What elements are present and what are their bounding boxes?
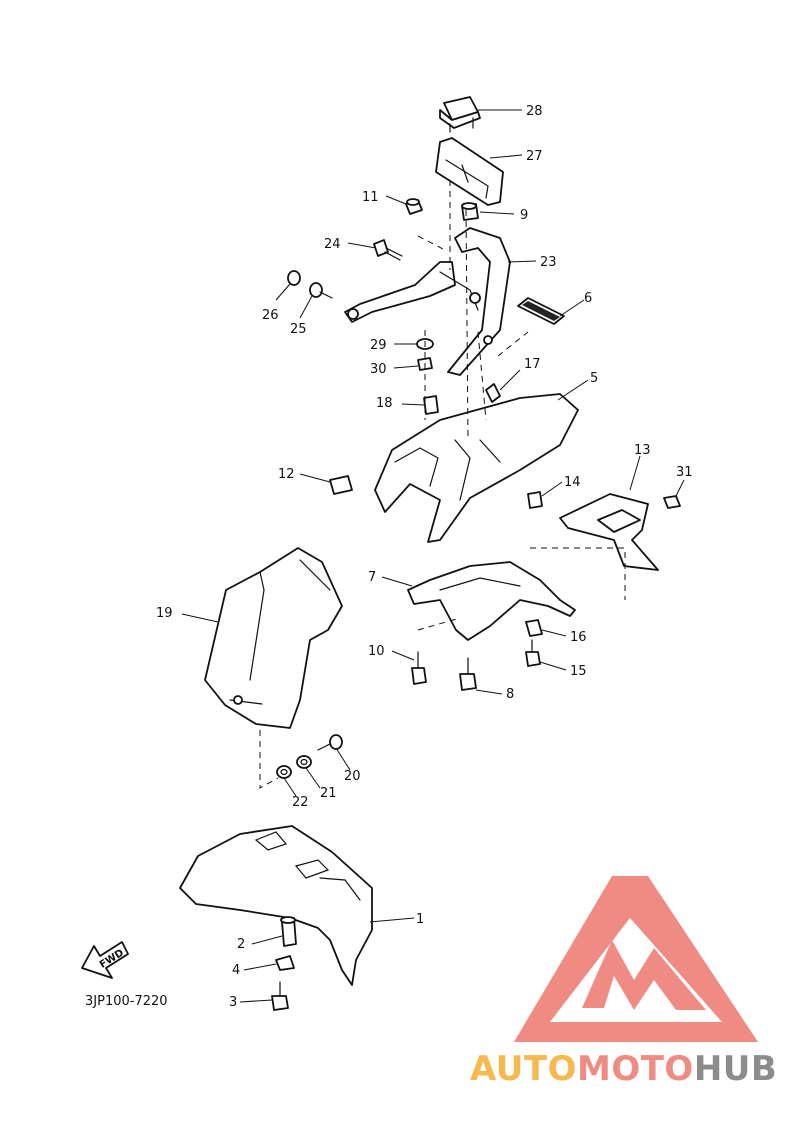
watermark-brand-auto: AUTO <box>470 1049 577 1089</box>
callout-15: 15 <box>570 664 587 679</box>
callout-25: 25 <box>290 322 307 337</box>
callout-29: 29 <box>370 338 387 353</box>
callout-26: 26 <box>262 308 279 323</box>
watermark-text: AUTOMOTOHUB <box>470 1049 777 1089</box>
alignment-lines <box>259 180 626 789</box>
callout-11: 11 <box>362 190 379 205</box>
callout-14: 14 <box>564 475 581 490</box>
fwd-arrow-icon: FWD <box>81 941 129 979</box>
part-23-grab-handle <box>344 227 511 376</box>
diagram-code: 3JP100-7220 <box>85 994 168 1009</box>
callout-21: 21 <box>320 786 337 801</box>
part-18-clip <box>423 395 439 415</box>
callout-13: 13 <box>634 443 651 458</box>
part-22-washer <box>276 765 292 779</box>
callout-1: 1 <box>416 912 424 927</box>
part-8-bolt <box>459 657 477 691</box>
watermark-triangle-icon <box>514 876 758 1042</box>
part-21-washer <box>296 755 312 769</box>
watermark-logo: AUTOMOTOHUB <box>470 876 777 1089</box>
callout-2: 2 <box>237 937 245 952</box>
part-25-screw <box>309 282 333 299</box>
part-3-bolt <box>271 981 289 1011</box>
part-28-clamp <box>439 96 481 133</box>
callout-8: 8 <box>506 687 514 702</box>
callouts: 1234567891011121314151617181920212223242… <box>156 104 693 1010</box>
callout-16: 16 <box>570 630 587 645</box>
part-19-inner-fender <box>204 547 343 729</box>
part-5-rear-fender <box>374 393 579 543</box>
part-31-pad <box>663 495 681 509</box>
part-17-clip <box>485 383 501 403</box>
callout-7: 7 <box>368 570 376 585</box>
watermark-m-shape-icon <box>582 940 706 1010</box>
part-14-damper <box>527 491 543 509</box>
callout-12: 12 <box>278 467 295 482</box>
leader-lines <box>181 109 685 1003</box>
part-27-bracket <box>435 137 504 206</box>
part-15-bolt <box>525 639 541 667</box>
part-20-screw <box>317 734 343 751</box>
callout-9: 9 <box>520 208 528 223</box>
callout-18: 18 <box>376 396 393 411</box>
callout-28: 28 <box>526 104 543 119</box>
part-26-cap <box>287 270 301 286</box>
callout-3: 3 <box>229 995 237 1010</box>
callout-23: 23 <box>540 255 557 270</box>
part-16-nut <box>525 619 543 637</box>
part-2-collar <box>280 916 297 947</box>
watermark-brand-moto: MOTO <box>577 1049 694 1089</box>
callout-6: 6 <box>584 291 592 306</box>
callout-20: 20 <box>344 769 361 784</box>
part-24-bolt <box>373 239 403 261</box>
callout-27: 27 <box>526 149 543 164</box>
part-10-bolt <box>411 651 427 685</box>
watermark-brand-hub: HUB <box>694 1049 777 1089</box>
part-1-front-fender <box>179 825 373 986</box>
callout-17: 17 <box>524 357 541 372</box>
callout-31: 31 <box>676 465 693 480</box>
part-6-label <box>517 297 565 325</box>
part-7-bracket <box>407 561 576 641</box>
callout-5: 5 <box>590 371 598 386</box>
callout-24: 24 <box>324 237 341 252</box>
callout-30: 30 <box>370 362 387 377</box>
part-12-cap <box>329 475 353 495</box>
part-13-bracket <box>559 493 659 571</box>
part-11-nut <box>405 198 423 215</box>
callout-10: 10 <box>368 644 385 659</box>
part-4-nut <box>275 955 295 971</box>
part-9-nut <box>461 202 479 221</box>
callout-19: 19 <box>156 606 173 621</box>
callout-4: 4 <box>232 963 240 978</box>
callout-22: 22 <box>292 795 309 810</box>
